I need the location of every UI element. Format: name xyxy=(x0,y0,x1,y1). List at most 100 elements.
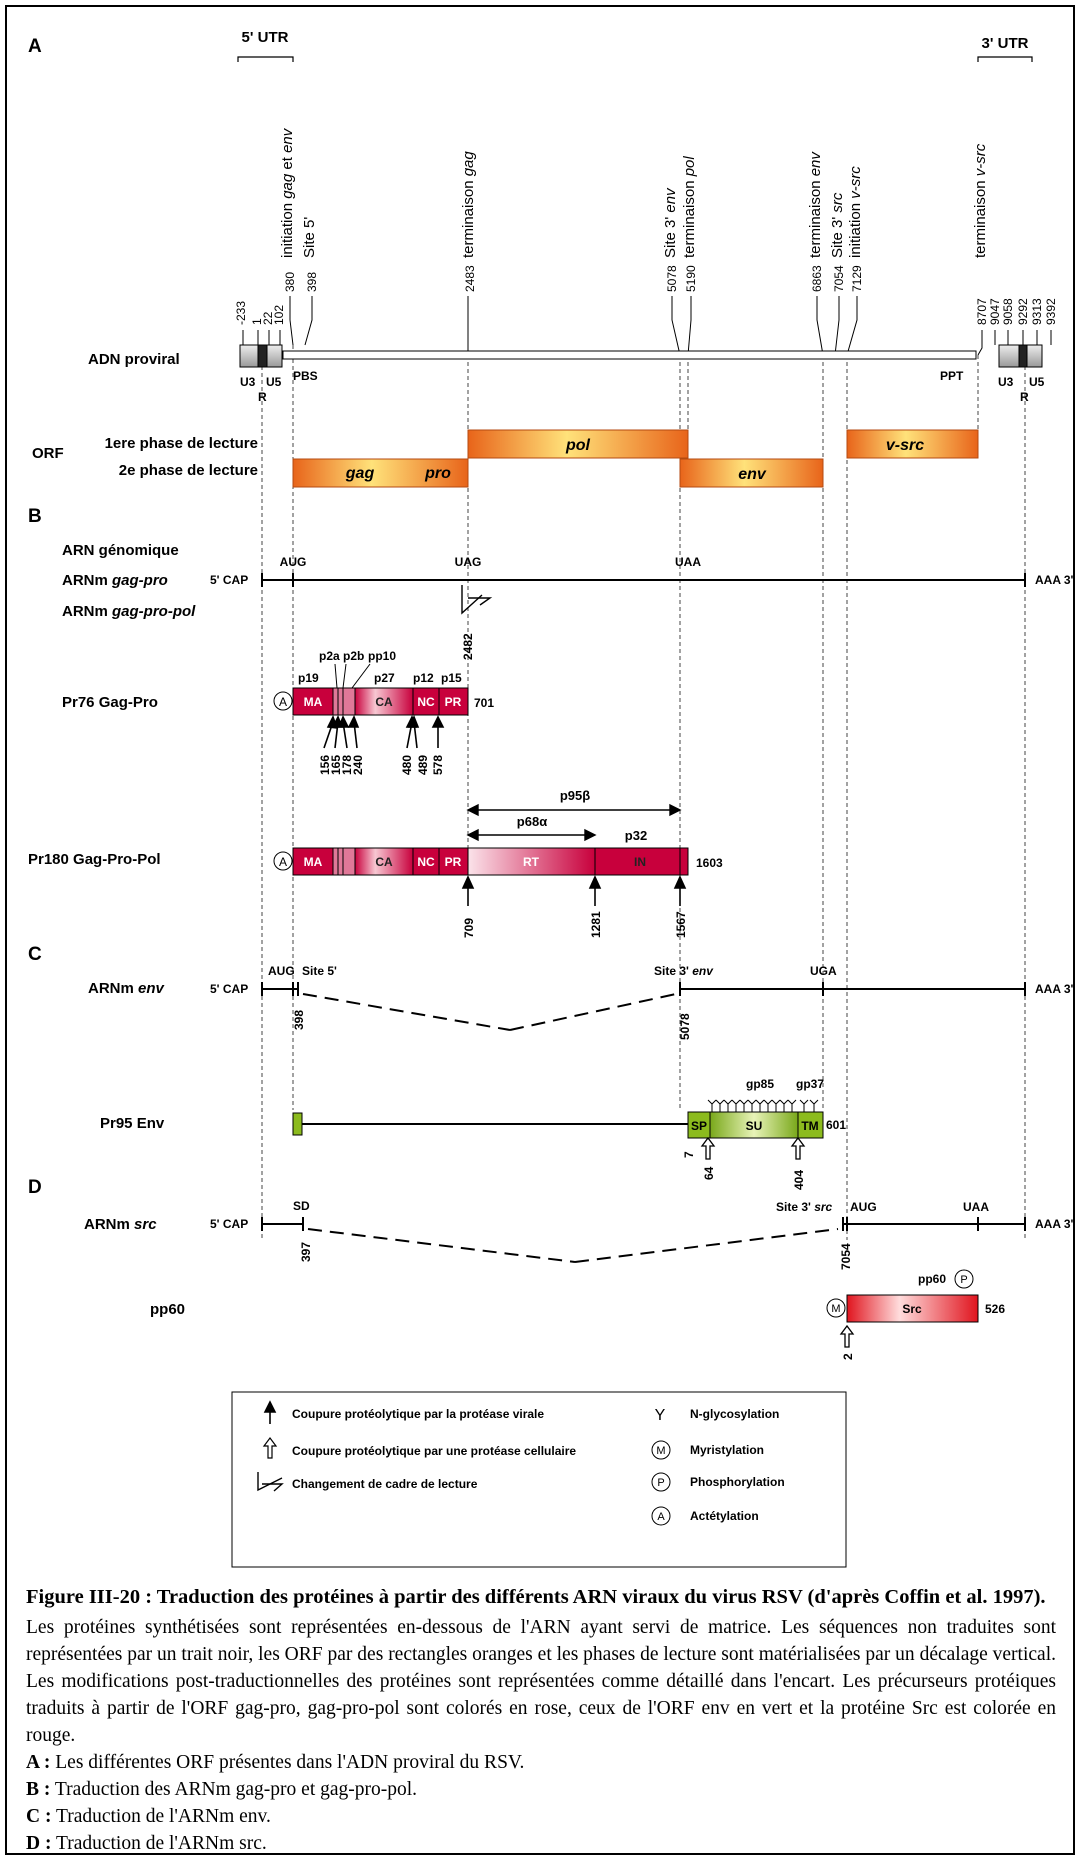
pos-label: 7129 xyxy=(850,265,864,292)
pr95-label: Pr95 Env xyxy=(100,1115,165,1132)
legend-viral-text: Coupure protéolytique par la protéase vi… xyxy=(292,1407,544,1421)
site-label-site-3-env: Site 3' env xyxy=(662,187,679,258)
svg-text:M: M xyxy=(831,1303,840,1315)
legend-frameshift-icon xyxy=(257,1472,284,1492)
utr5-bracket: 5' UTR xyxy=(237,29,294,62)
pos-label: 1 xyxy=(250,318,264,325)
svg-text:pp60: pp60 xyxy=(918,1272,946,1286)
pos-label: 9058 xyxy=(1001,298,1015,325)
svg-text:165: 165 xyxy=(329,755,343,775)
aaa-label: AAA 3' xyxy=(1035,573,1074,587)
svg-text:SD: SD xyxy=(293,1199,310,1213)
svg-text:578: 578 xyxy=(431,755,445,775)
svg-text:p15: p15 xyxy=(441,671,462,685)
pr95-cellular-cleavage xyxy=(700,1136,806,1160)
legend-myr-icon: M xyxy=(651,1440,671,1460)
svg-text:404: 404 xyxy=(792,1170,806,1190)
caption-item-d: D : Traduction de l'ARNm src. xyxy=(26,1833,267,1854)
pos-label: 9047 xyxy=(988,298,1002,325)
legend-glyco-icon: Y xyxy=(655,1407,666,1424)
svg-text:NC: NC xyxy=(417,855,435,869)
pr76-cleavage-arrows xyxy=(323,714,445,749)
svg-text:5' CAP: 5' CAP xyxy=(210,982,248,996)
pos-label: 9292 xyxy=(1016,298,1030,325)
pr95-protein: SP SU TM 601 gp85 gp37 7 xyxy=(292,1077,846,1190)
position-numbers: -233 1 22 102 380 398 2483 5078 5190 686… xyxy=(234,265,1058,325)
svg-text:SP: SP xyxy=(691,1119,707,1133)
svg-text:397: 397 xyxy=(299,1242,313,1262)
pos-label: 9313 xyxy=(1030,298,1044,325)
svg-text:UAA: UAA xyxy=(963,1200,989,1214)
pr95-tm xyxy=(797,1111,824,1139)
ltr5-r xyxy=(257,344,268,368)
svg-text:CA: CA xyxy=(375,695,393,709)
genomic-rna-line: 5' CAP AAA 3' AUG UAG UAA xyxy=(210,555,1074,587)
svg-text:M: M xyxy=(656,1445,665,1457)
svg-text:64: 64 xyxy=(702,1166,716,1180)
caption-body: Les protéines synthétisées sont représen… xyxy=(26,1617,1056,1746)
pr180-protein: MA CA NC PR RT IN 1603 xyxy=(292,847,723,876)
legend-glyco-text: N-glycosylation xyxy=(690,1407,779,1421)
svg-text:156: 156 xyxy=(318,755,332,775)
site-label-initiation-v-src: initiation v-src xyxy=(847,166,864,258)
ltr5-u5 xyxy=(266,344,283,368)
utr5-label: 5' UTR xyxy=(242,29,289,46)
svg-text:AUG: AUG xyxy=(850,1200,877,1214)
legend-acet-text: Actétylation xyxy=(690,1509,759,1523)
pr180-cleavage-arrows xyxy=(461,875,687,906)
svg-text:PR: PR xyxy=(445,855,462,869)
pp60-cellular-cleavage xyxy=(839,1324,855,1348)
pos-label: 8707 xyxy=(975,298,989,325)
svg-text:709: 709 xyxy=(462,918,476,938)
pos-label: -233 xyxy=(234,301,248,325)
figure-caption: Figure III-20 : Traduction des protéines… xyxy=(26,1583,1056,1857)
frameshift-icon xyxy=(461,585,493,615)
u3-label: U3 xyxy=(240,375,256,389)
orf-section: ORF 1ere phase de lecture 2e phase de le… xyxy=(32,429,979,488)
svg-text:NC: NC xyxy=(417,695,435,709)
legend-phos-icon: P xyxy=(651,1472,671,1492)
orf-pro-label: pro xyxy=(424,465,451,482)
svg-text:Site 3' env: Site 3' env xyxy=(654,964,714,978)
pos-label: 6863 xyxy=(810,265,824,292)
orf-pol-label: pol xyxy=(565,437,591,454)
pr95-su xyxy=(709,1111,799,1139)
orf-v-src xyxy=(846,429,979,459)
pr180-label: Pr180 Gag-Pro-Pol xyxy=(28,851,161,868)
svg-text:p2b: p2b xyxy=(343,649,364,663)
svg-text:240: 240 xyxy=(351,755,365,775)
site-label-terminaison-v-src: terminaison v-src xyxy=(972,143,989,258)
svg-text:1281: 1281 xyxy=(589,911,603,938)
panel-label-b: B xyxy=(28,506,42,527)
svg-text:P: P xyxy=(657,1477,664,1489)
svg-text:P: P xyxy=(960,1274,967,1286)
pos-label: 9392 xyxy=(1044,298,1058,325)
pr76-cleavage-positions: 156 165 178 240 480 489 578 xyxy=(318,755,445,775)
legend-myr-text: Myristylation xyxy=(690,1443,764,1457)
provirus-label: ADN proviral xyxy=(88,351,180,368)
svg-text:Src: Src xyxy=(902,1302,922,1316)
pr180-end: 1603 xyxy=(696,856,723,870)
figure-frame xyxy=(5,5,1075,1855)
uaa-label: UAA xyxy=(675,555,701,569)
site-label-initiation-gag-env: initiation gag et env xyxy=(279,127,296,258)
svg-text:489: 489 xyxy=(416,755,430,775)
orf-pol xyxy=(467,429,689,459)
svg-text:MA: MA xyxy=(304,695,323,709)
svg-text:526: 526 xyxy=(985,1302,1005,1316)
site-labels: initiation gag et env Site 5' terminaiso… xyxy=(279,127,989,258)
ltr3-r xyxy=(1018,344,1028,368)
ppt-label: PPT xyxy=(940,369,964,383)
glycosylation-marks xyxy=(707,1099,819,1112)
pr76-nc xyxy=(412,687,440,716)
svg-text:p68α: p68α xyxy=(517,814,547,829)
pr180-cleavage-positions: 709 1281 1567 xyxy=(462,911,688,938)
orf-env-label: env xyxy=(738,466,767,483)
svg-text:p12: p12 xyxy=(413,671,434,685)
utr3-label: 3' UTR xyxy=(982,35,1029,52)
caption-item-c: C : Traduction de l'ARNm env. xyxy=(26,1806,271,1827)
ltr3-u3 xyxy=(998,344,1020,368)
svg-text:AAA 3': AAA 3' xyxy=(1035,982,1074,996)
svg-text:pp10: pp10 xyxy=(368,649,396,663)
svg-text:601: 601 xyxy=(826,1118,846,1132)
